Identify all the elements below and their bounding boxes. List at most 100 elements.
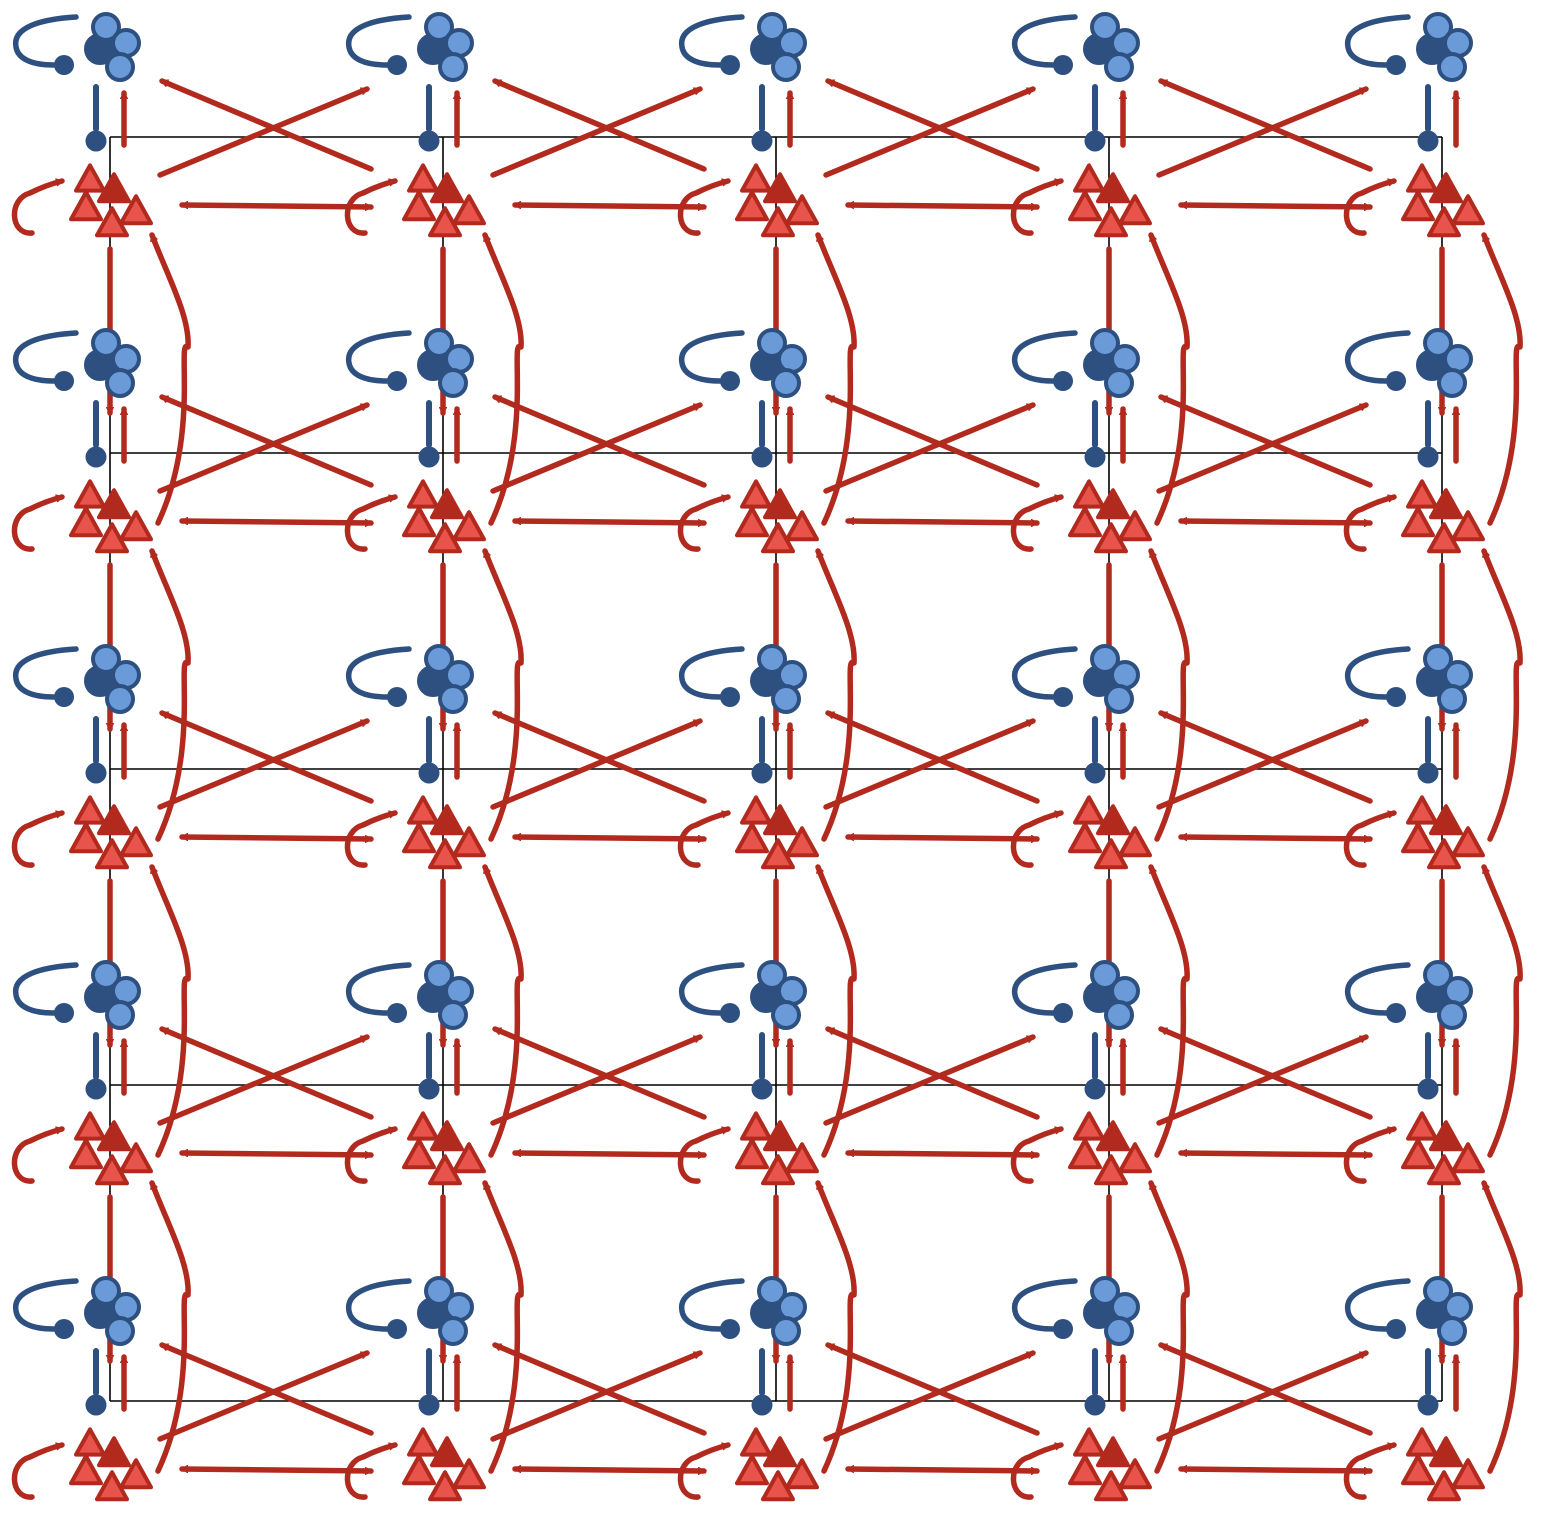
- diagonal-arrow-up-left: [492, 78, 707, 172]
- diagonal-arrow-up-right: [823, 1350, 1036, 1442]
- inhibitory-node-icon: [1012, 644, 1140, 784]
- inhibitory-node-icon: [1345, 12, 1473, 152]
- excitatory-self-loop-arrow: [1343, 178, 1397, 236]
- excitatory-node-icon: [11, 1111, 153, 1186]
- inhibitory-terminal-dot: [54, 1003, 74, 1023]
- excitatory-self-loop-arrow: [11, 810, 65, 868]
- inhibitory-terminal-dot: [1084, 130, 1106, 152]
- inhibitory-node-icon: [346, 644, 474, 784]
- excitatory-self-loop-arrow: [1343, 494, 1397, 552]
- excitatory-self-loop-arrow: [1343, 1442, 1397, 1500]
- excitatory-node-icon: [344, 163, 486, 238]
- excitatory-node-icon: [11, 163, 153, 238]
- excitatory-node-icon: [1343, 1111, 1485, 1186]
- inhibitory-node-icon: [13, 328, 141, 468]
- inhibitory-self-loop: [1345, 330, 1411, 384]
- diagonal-arrow-up-left: [825, 710, 1040, 804]
- inhibitory-self-loop: [346, 646, 412, 700]
- horizontal-bidirectional-arrow: [179, 1153, 374, 1155]
- excitatory-node-icon: [344, 479, 486, 554]
- curved-return-arrow: [1148, 864, 1190, 1158]
- diagonal-arrow-up-right: [490, 718, 703, 810]
- inhibitory-terminal-dot: [751, 1394, 773, 1416]
- excitatory-self-loop-arrow: [344, 494, 398, 552]
- curved-return-arrow: [815, 548, 857, 842]
- horizontal-bidirectional-arrow: [179, 837, 374, 839]
- inhibitory-self-loop: [13, 330, 79, 384]
- inhibitory-terminal-dot: [1386, 55, 1406, 75]
- inhibitory-self-loop: [346, 962, 412, 1016]
- inhibitory-self-loop: [1012, 646, 1078, 700]
- excitatory-self-loop-arrow: [344, 810, 398, 868]
- inhibitory-self-loop: [679, 962, 745, 1016]
- inhibitory-terminal-dot: [751, 1078, 773, 1100]
- diagonal-arrow-up-left: [1158, 1026, 1373, 1120]
- horizontal-bidirectional-arrow: [1178, 1153, 1373, 1155]
- excitatory-node-icon: [677, 795, 819, 870]
- diagonal-arrow-up-left: [159, 710, 374, 804]
- inhibitory-self-loop: [346, 14, 412, 68]
- inhibitory-terminal-dot: [387, 1319, 407, 1339]
- diagonal-arrow-up-left: [1158, 78, 1373, 172]
- inhibitory-terminal-dot: [85, 1078, 107, 1100]
- excitatory-self-loop-arrow: [1343, 1126, 1397, 1184]
- inhibitory-node-icon: [679, 644, 807, 784]
- excitatory-node-icon: [677, 1111, 819, 1186]
- inhibitory-node-icon: [346, 960, 474, 1100]
- inhibitory-terminal-dot: [54, 1319, 74, 1339]
- horizontal-bidirectional-arrow: [1178, 205, 1373, 207]
- excitatory-node-icon: [344, 1111, 486, 1186]
- excitatory-self-loop-arrow: [344, 178, 398, 236]
- inhibitory-terminal-dot: [1053, 687, 1073, 707]
- inhibitory-node-icon: [1345, 644, 1473, 784]
- curved-return-arrow: [482, 1180, 524, 1474]
- curved-return-arrow: [149, 1180, 191, 1474]
- curved-return-arrow: [1481, 548, 1523, 842]
- excitatory-node-icon: [1343, 795, 1485, 870]
- excitatory-node-icon: [1010, 163, 1152, 238]
- connection-arrows: [110, 78, 1523, 1474]
- diagonal-arrow-up-right: [1156, 1350, 1369, 1442]
- inhibitory-terminal-dot: [720, 1003, 740, 1023]
- inhibitory-self-loop: [346, 1278, 412, 1332]
- inhibitory-self-loop: [679, 14, 745, 68]
- inhibitory-terminal-dot: [1053, 371, 1073, 391]
- diagonal-arrow-up-left: [492, 394, 707, 488]
- inhibitory-terminal-dot: [1386, 687, 1406, 707]
- inhibitory-node-icon: [1012, 12, 1140, 152]
- inhibitory-node-icon: [13, 1276, 141, 1416]
- inhibitory-node-icon: [346, 1276, 474, 1416]
- inhibitory-terminal-dot: [54, 371, 74, 391]
- horizontal-bidirectional-arrow: [845, 1153, 1040, 1155]
- diagonal-arrow-up-right: [157, 1034, 370, 1126]
- horizontal-bidirectional-arrow: [845, 1469, 1040, 1471]
- diagonal-arrow-up-right: [1156, 402, 1369, 494]
- inhibitory-self-loop: [1345, 646, 1411, 700]
- inhibitory-self-loop: [1345, 962, 1411, 1016]
- curved-return-arrow: [815, 864, 857, 1158]
- excitatory-self-loop-arrow: [344, 1442, 398, 1500]
- horizontal-bidirectional-arrow: [845, 521, 1040, 523]
- horizontal-bidirectional-arrow: [179, 521, 374, 523]
- excitatory-node-icon: [1343, 163, 1485, 238]
- diagonal-arrow-up-left: [492, 1342, 707, 1436]
- inhibitory-node-icon: [1012, 960, 1140, 1100]
- inhibitory-terminal-dot: [1386, 1319, 1406, 1339]
- diagonal-arrow-up-left: [159, 78, 374, 172]
- horizontal-bidirectional-arrow: [512, 1469, 707, 1471]
- inhibitory-terminal-dot: [387, 55, 407, 75]
- curved-return-arrow: [149, 232, 191, 526]
- excitatory-self-loop-arrow: [677, 1442, 731, 1500]
- curved-return-arrow: [1481, 232, 1523, 526]
- diagonal-arrow-up-right: [823, 1034, 1036, 1126]
- diagonal-arrow-up-left: [825, 394, 1040, 488]
- inhibitory-self-loop: [679, 330, 745, 384]
- curved-return-arrow: [1481, 864, 1523, 1158]
- inhibitory-terminal-dot: [1084, 446, 1106, 468]
- excitatory-self-loop-arrow: [1010, 494, 1064, 552]
- excitatory-node-icon: [1010, 479, 1152, 554]
- curved-return-arrow: [482, 548, 524, 842]
- excitatory-node-icon: [344, 795, 486, 870]
- diagonal-arrow-up-right: [157, 1350, 370, 1442]
- excitatory-self-loop-arrow: [677, 178, 731, 236]
